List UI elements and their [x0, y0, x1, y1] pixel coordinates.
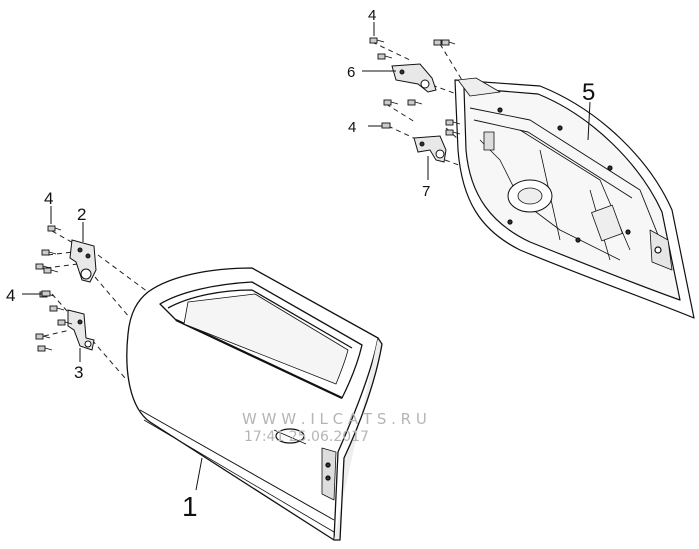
bolt: [49, 305, 65, 312]
callout-5: 5: [582, 79, 595, 106]
hinge-upper-rear: [391, 63, 437, 93]
bolt: [35, 333, 51, 340]
bolt: [41, 249, 57, 256]
callout-1: 1: [182, 491, 198, 522]
callout-leader-1: [195, 457, 203, 491]
bolts: [22, 37, 461, 352]
bolt: [441, 39, 456, 46]
callout-2: 2: [77, 205, 86, 224]
hinge-lower-front: [67, 309, 95, 351]
watermark-timestamp: 17:41 25.06.2017: [244, 429, 369, 445]
callout-3: 3: [74, 363, 83, 382]
bolt: [47, 225, 62, 232]
bolt: [43, 267, 59, 274]
callout-6: 6: [347, 64, 355, 81]
bolt: [37, 345, 53, 352]
hinge-lower-rear: [413, 135, 447, 163]
bolt: [377, 53, 393, 60]
rear-door-inner-panel: [454, 77, 695, 319]
callout-leader-5: [587, 101, 591, 141]
callout-4-rear-upper: 4: [368, 7, 376, 24]
bolt: [57, 319, 73, 326]
bolt: [369, 37, 385, 44]
bolt: [407, 99, 423, 106]
bolt: [22, 290, 51, 297]
callout-4-front-lower: 4: [6, 286, 15, 305]
bolt: [445, 129, 461, 136]
bolt: [383, 99, 399, 106]
watermark-site: W W W . I L C A T S . R U: [242, 410, 427, 428]
front-door-panel: [126, 267, 383, 541]
callout-7: 7: [422, 183, 430, 200]
hinge-upper-front: [69, 239, 97, 283]
callout-4-rear-lower: 4: [348, 119, 356, 136]
bolt: [445, 119, 461, 126]
bolt: [368, 122, 391, 129]
callout-4-front-upper: 4: [44, 189, 53, 208]
